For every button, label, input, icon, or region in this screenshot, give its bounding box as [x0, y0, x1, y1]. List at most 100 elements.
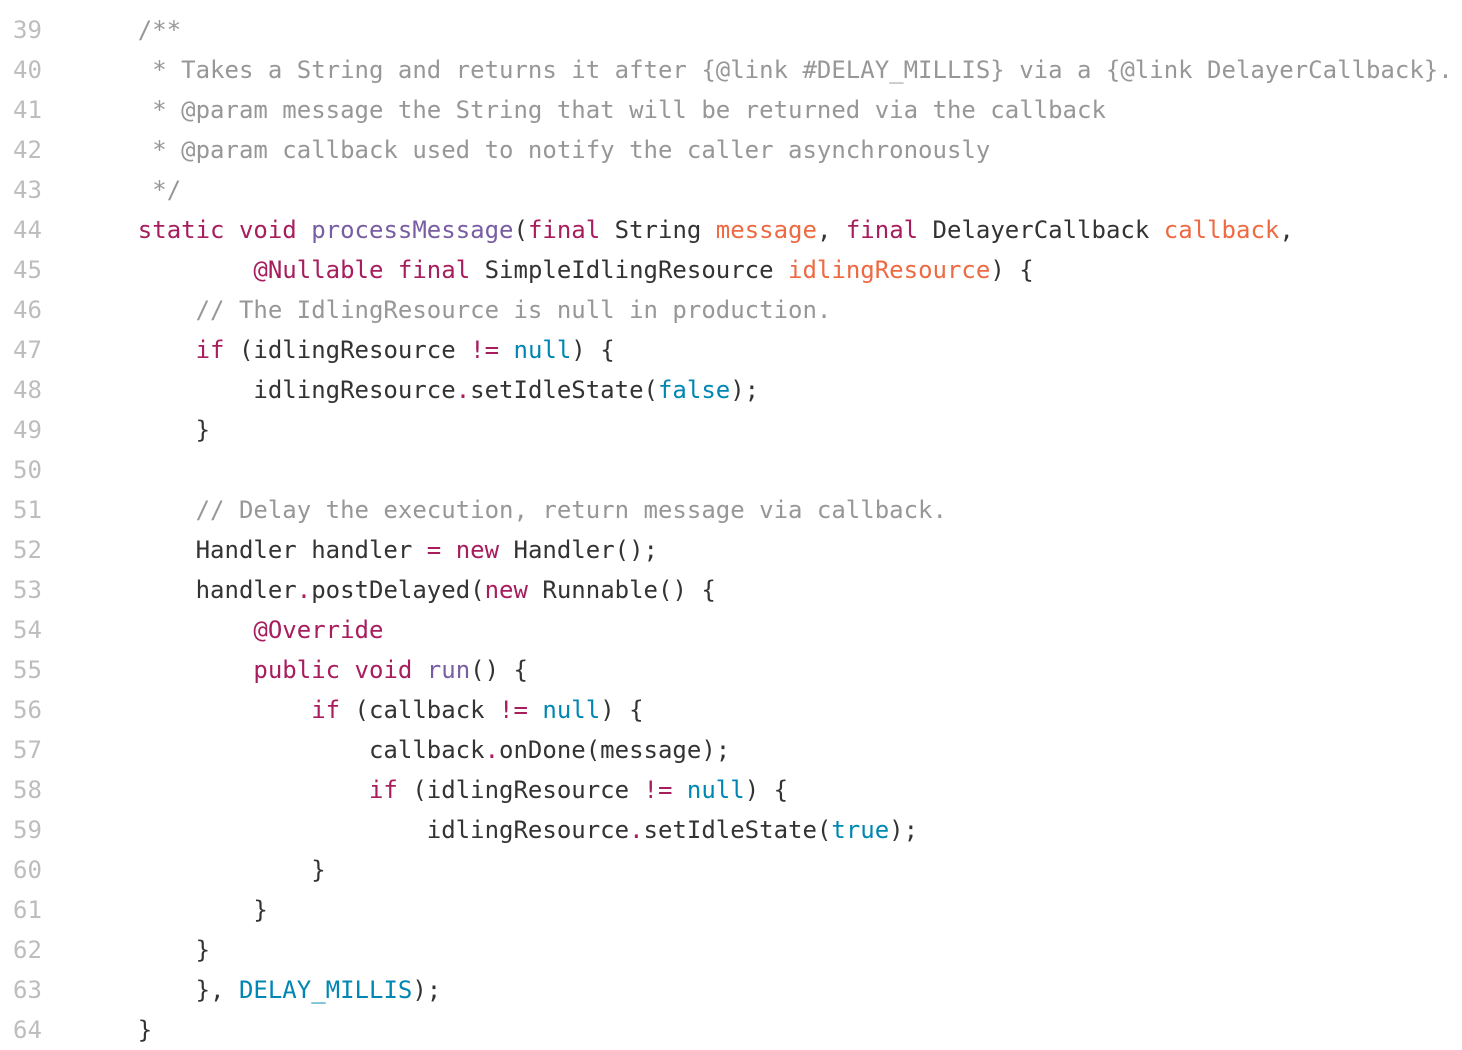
token-plain: (callback — [340, 696, 500, 724]
code-text: @Override — [80, 610, 1462, 650]
token-plain: ); — [412, 976, 442, 1004]
token-keyword: if — [368, 776, 398, 804]
line-number[interactable]: 48 — [13, 376, 42, 404]
token-constant: null — [542, 696, 601, 724]
token-keyword: if — [195, 336, 225, 364]
code-text — [80, 450, 1462, 490]
token-comment: * @param callback used to notify the cal… — [80, 136, 991, 164]
token-plain — [80, 696, 311, 724]
token-plain: ) { — [744, 776, 789, 804]
code-text: } — [80, 930, 1462, 970]
token-plain — [297, 216, 311, 244]
token-function: run — [426, 656, 471, 684]
code-line: 48 idlingResource.setIdleState(false); — [0, 370, 1462, 410]
line-number[interactable]: 63 — [13, 976, 42, 1004]
token-keyword: void — [238, 216, 297, 244]
token-plain — [441, 536, 455, 564]
line-number[interactable]: 42 — [13, 136, 42, 164]
token-keyword: void — [354, 656, 413, 684]
line-number[interactable]: 61 — [13, 896, 42, 924]
token-keyword: != — [470, 336, 500, 364]
token-plain: idlingResource — [80, 376, 456, 404]
line-number[interactable]: 56 — [13, 696, 42, 724]
code-line: 39 /** — [0, 10, 1462, 50]
token-comment: * Takes a String and returns it after {@… — [80, 56, 1453, 84]
code-line: 57 callback.onDone(message); — [0, 730, 1462, 770]
line-number[interactable]: 57 — [13, 736, 42, 764]
code-text: } — [80, 410, 1462, 450]
token-plain: , — [1279, 216, 1294, 244]
token-parameter: idlingResource — [788, 256, 991, 284]
token-plain: } — [80, 896, 268, 924]
token-plain: onDone(message); — [499, 736, 731, 764]
code-text: callback.onDone(message); — [80, 730, 1462, 770]
line-number[interactable]: 40 — [13, 56, 42, 84]
token-parameter: callback — [1163, 216, 1280, 244]
token-plain — [412, 656, 426, 684]
code-line: 54 @Override — [0, 610, 1462, 650]
code-line: 45 @Nullable final SimpleIdlingResource … — [0, 250, 1462, 290]
line-number[interactable]: 51 — [13, 496, 42, 524]
token-plain: postDelayed( — [311, 576, 485, 604]
line-number[interactable]: 58 — [13, 776, 42, 804]
token-keyword: . — [484, 736, 500, 764]
token-constant: false — [657, 376, 731, 404]
token-plain — [80, 256, 253, 284]
code-text: idlingResource.setIdleState(false); — [80, 370, 1462, 410]
line-number[interactable]: 44 — [13, 216, 42, 244]
token-plain: setIdleState( — [470, 376, 658, 404]
code-line: 40 * Takes a String and returns it after… — [0, 50, 1462, 90]
code-text: @Nullable final SimpleIdlingResource idl… — [80, 250, 1462, 290]
line-number[interactable]: 55 — [13, 656, 42, 684]
line-number[interactable]: 60 — [13, 856, 42, 884]
line-number[interactable]: 45 — [13, 256, 42, 284]
token-keyword: . — [296, 576, 312, 604]
line-number[interactable]: 49 — [13, 416, 42, 444]
line-number[interactable]: 54 — [13, 616, 42, 644]
code-line: 46 // The IdlingResource is null in prod… — [0, 290, 1462, 330]
token-keyword: = — [426, 536, 442, 564]
token-keyword: final — [527, 216, 601, 244]
token-keyword: != — [643, 776, 673, 804]
token-plain: } — [80, 936, 211, 964]
code-line: 51 // Delay the execution, return messag… — [0, 490, 1462, 530]
token-plain — [340, 656, 354, 684]
line-number[interactable]: 59 — [13, 816, 42, 844]
line-number[interactable]: 39 — [13, 16, 42, 44]
token-constant: DELAY_MILLIS — [238, 976, 413, 1004]
code-line: 55 public void run() { — [0, 650, 1462, 690]
token-keyword: final — [845, 216, 919, 244]
token-keyword: @Override — [253, 616, 384, 644]
line-number[interactable]: 41 — [13, 96, 42, 124]
code-text: * @param message the String that will be… — [80, 90, 1462, 130]
token-plain — [80, 616, 253, 644]
line-number[interactable]: 62 — [13, 936, 42, 964]
token-plain: Runnable() { — [527, 576, 716, 604]
code-text: }, DELAY_MILLIS); — [80, 970, 1462, 1010]
line-number[interactable]: 46 — [13, 296, 42, 324]
code-line: 63 }, DELAY_MILLIS); — [0, 970, 1462, 1010]
line-number[interactable]: 43 — [13, 176, 42, 204]
line-number[interactable]: 53 — [13, 576, 42, 604]
line-number[interactable]: 47 — [13, 336, 42, 364]
line-number[interactable]: 52 — [13, 536, 42, 564]
code-text: } — [80, 890, 1462, 930]
code-text: handler.postDelayed(new Runnable() { — [80, 570, 1462, 610]
token-plain: ) { — [990, 256, 1034, 284]
code-line: 50 — [0, 450, 1462, 490]
code-line: 42 * @param callback used to notify the … — [0, 130, 1462, 170]
token-plain — [672, 776, 686, 804]
code-line: 49 } — [0, 410, 1462, 450]
code-text: } — [80, 1010, 1462, 1050]
token-plain — [499, 336, 513, 364]
token-plain — [80, 336, 196, 364]
token-plain: () { — [470, 656, 528, 684]
token-plain: setIdleState( — [643, 816, 832, 844]
line-number[interactable]: 50 — [13, 456, 42, 484]
code-text: public void run() { — [80, 650, 1462, 690]
code-line: 60 } — [0, 850, 1462, 890]
line-number[interactable]: 64 — [13, 1016, 42, 1044]
token-keyword: . — [629, 816, 644, 844]
token-plain: SimpleIdlingResource — [470, 256, 789, 284]
